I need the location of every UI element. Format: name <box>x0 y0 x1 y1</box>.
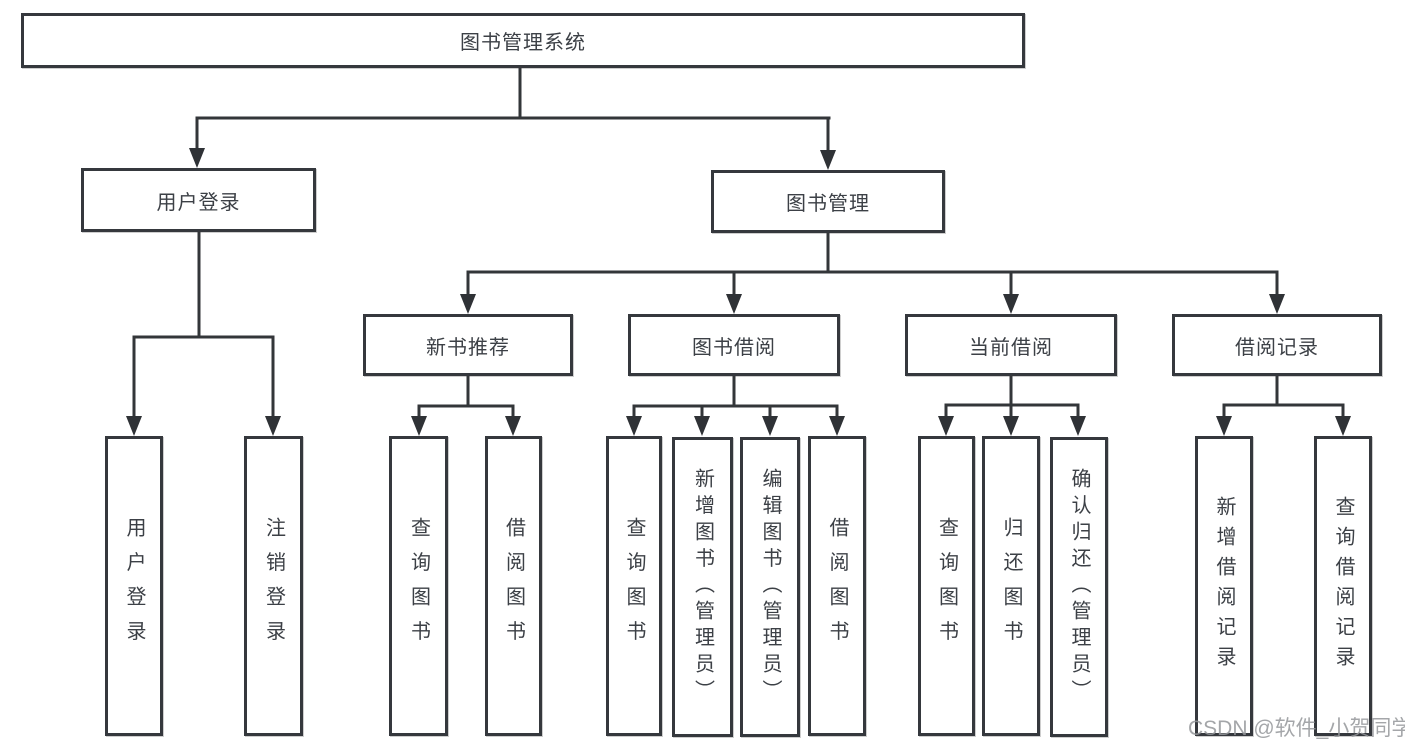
node-borrow-records: 借阅记录 <box>1172 314 1382 376</box>
arrowhead-icon <box>265 416 281 436</box>
leaf-query-books-borrow: 查询图书 <box>606 436 662 736</box>
arrowhead-icon <box>505 416 521 436</box>
arrowhead-icon <box>694 416 710 436</box>
leaf-confirm-return-admin-label: 确认归还（管理员） <box>1068 468 1090 706</box>
leaf-borrow-books-label: 借阅图书 <box>826 517 848 655</box>
leaf-return-book-label: 归还图书 <box>1000 517 1022 655</box>
leaf-confirm-return-admin: 确认归还（管理员） <box>1050 437 1108 737</box>
connector-new-book-recommend <box>411 376 521 436</box>
node-root-label: 图书管理系统 <box>460 32 586 54</box>
leaf-edit-book-admin: 编辑图书（管理员） <box>740 437 800 737</box>
connector-borrow-records <box>1216 376 1351 436</box>
leaf-user-login: 用户登录 <box>105 436 163 736</box>
leaf-return-book: 归还图书 <box>982 436 1040 736</box>
arrowhead-icon <box>126 416 142 436</box>
node-root: 图书管理系统 <box>21 13 1025 68</box>
connector-user-login <box>126 232 281 436</box>
connector-book-management <box>460 233 1285 314</box>
node-book-management-label: 图书管理 <box>786 193 870 215</box>
node-current-borrow: 当前借阅 <box>905 314 1117 376</box>
leaf-query-books-current-label: 查询图书 <box>935 517 958 655</box>
node-new-book-recommend: 新书推荐 <box>363 314 573 376</box>
leaf-add-book-admin-label: 新增图书（管理员） <box>691 468 714 706</box>
node-borrow-records-label: 借阅记录 <box>1235 336 1319 359</box>
node-book-borrow: 图书借阅 <box>628 314 840 376</box>
arrowhead-icon <box>938 416 954 436</box>
connector-root <box>189 68 836 170</box>
arrowhead-icon <box>1216 416 1232 436</box>
arrowhead-icon <box>1335 416 1351 436</box>
leaf-add-book-admin: 新增图书（管理员） <box>672 437 733 737</box>
connector-current-borrow <box>938 376 1086 436</box>
node-book-management: 图书管理 <box>711 170 945 233</box>
arrowhead-icon <box>1003 416 1019 436</box>
arrowhead-icon <box>626 416 642 436</box>
arrowhead-icon <box>762 416 778 436</box>
arrowhead-icon <box>460 294 476 314</box>
arrowhead-icon <box>411 416 427 436</box>
node-user-login: 用户登录 <box>81 168 316 232</box>
leaf-logout-label: 注销登录 <box>262 517 285 655</box>
arrowhead-icon <box>189 148 205 168</box>
leaf-query-books-recommend-label: 查询图书 <box>407 517 430 655</box>
leaf-query-books-borrow-label: 查询图书 <box>623 517 645 655</box>
leaf-query-books-current: 查询图书 <box>918 436 975 736</box>
leaf-borrow-books: 借阅图书 <box>808 436 866 736</box>
leaf-add-borrow-record-label: 新增借阅记录 <box>1213 496 1235 676</box>
arrowhead-icon <box>726 294 742 314</box>
leaf-borrow-books-recommend-label: 借阅图书 <box>502 517 525 655</box>
node-new-book-recommend-label: 新书推荐 <box>426 336 510 359</box>
node-current-borrow-label: 当前借阅 <box>969 336 1053 359</box>
node-book-borrow-label: 图书借阅 <box>692 336 776 359</box>
leaf-edit-book-admin-label: 编辑图书（管理员） <box>759 468 781 706</box>
node-user-login-label: 用户登录 <box>156 191 241 214</box>
arrowhead-icon <box>820 150 836 170</box>
leaf-query-books-recommend: 查询图书 <box>389 436 448 736</box>
leaf-query-borrow-record-label: 查询借阅记录 <box>1332 496 1354 676</box>
watermark: CSDN @软件_小贺同学 <box>1188 717 1405 740</box>
arrowhead-icon <box>1003 294 1019 314</box>
connector-book-borrow <box>626 376 845 436</box>
leaf-add-borrow-record: 新增借阅记录 <box>1195 436 1253 736</box>
leaf-user-login-label: 用户登录 <box>123 517 145 655</box>
arrowhead-icon <box>829 416 845 436</box>
leaf-query-borrow-record: 查询借阅记录 <box>1314 436 1372 736</box>
arrowhead-icon <box>1070 416 1086 436</box>
leaf-logout: 注销登录 <box>244 436 303 736</box>
leaf-borrow-books-recommend: 借阅图书 <box>485 436 542 736</box>
arrowhead-icon <box>1269 294 1285 314</box>
